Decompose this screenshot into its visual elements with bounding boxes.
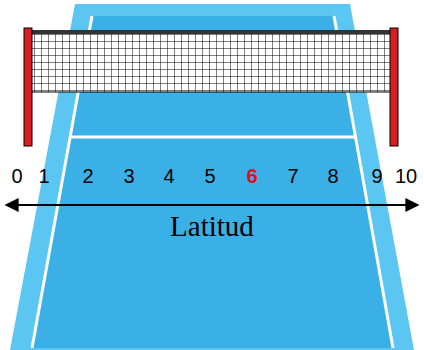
scale-number: 4 — [163, 166, 174, 186]
net-post — [24, 28, 32, 146]
scale-number: 8 — [327, 166, 338, 186]
scale-number: 1 — [38, 166, 49, 186]
scale-number: 3 — [123, 166, 134, 186]
width-arrow — [6, 204, 418, 206]
scale-number: 5 — [204, 166, 215, 186]
scale-number: 2 — [82, 166, 93, 186]
axis-title: Latitud — [170, 212, 254, 241]
net-band — [27, 30, 395, 34]
scale-number: 9 — [371, 166, 382, 186]
highlighted-number: 6 — [246, 166, 257, 186]
net-post — [390, 28, 398, 146]
court-apron — [10, 4, 414, 350]
net-mesh — [27, 32, 395, 92]
scale-number: 0 — [11, 166, 22, 186]
scale-number: 10 — [395, 166, 417, 186]
scale-number: 7 — [287, 166, 298, 186]
